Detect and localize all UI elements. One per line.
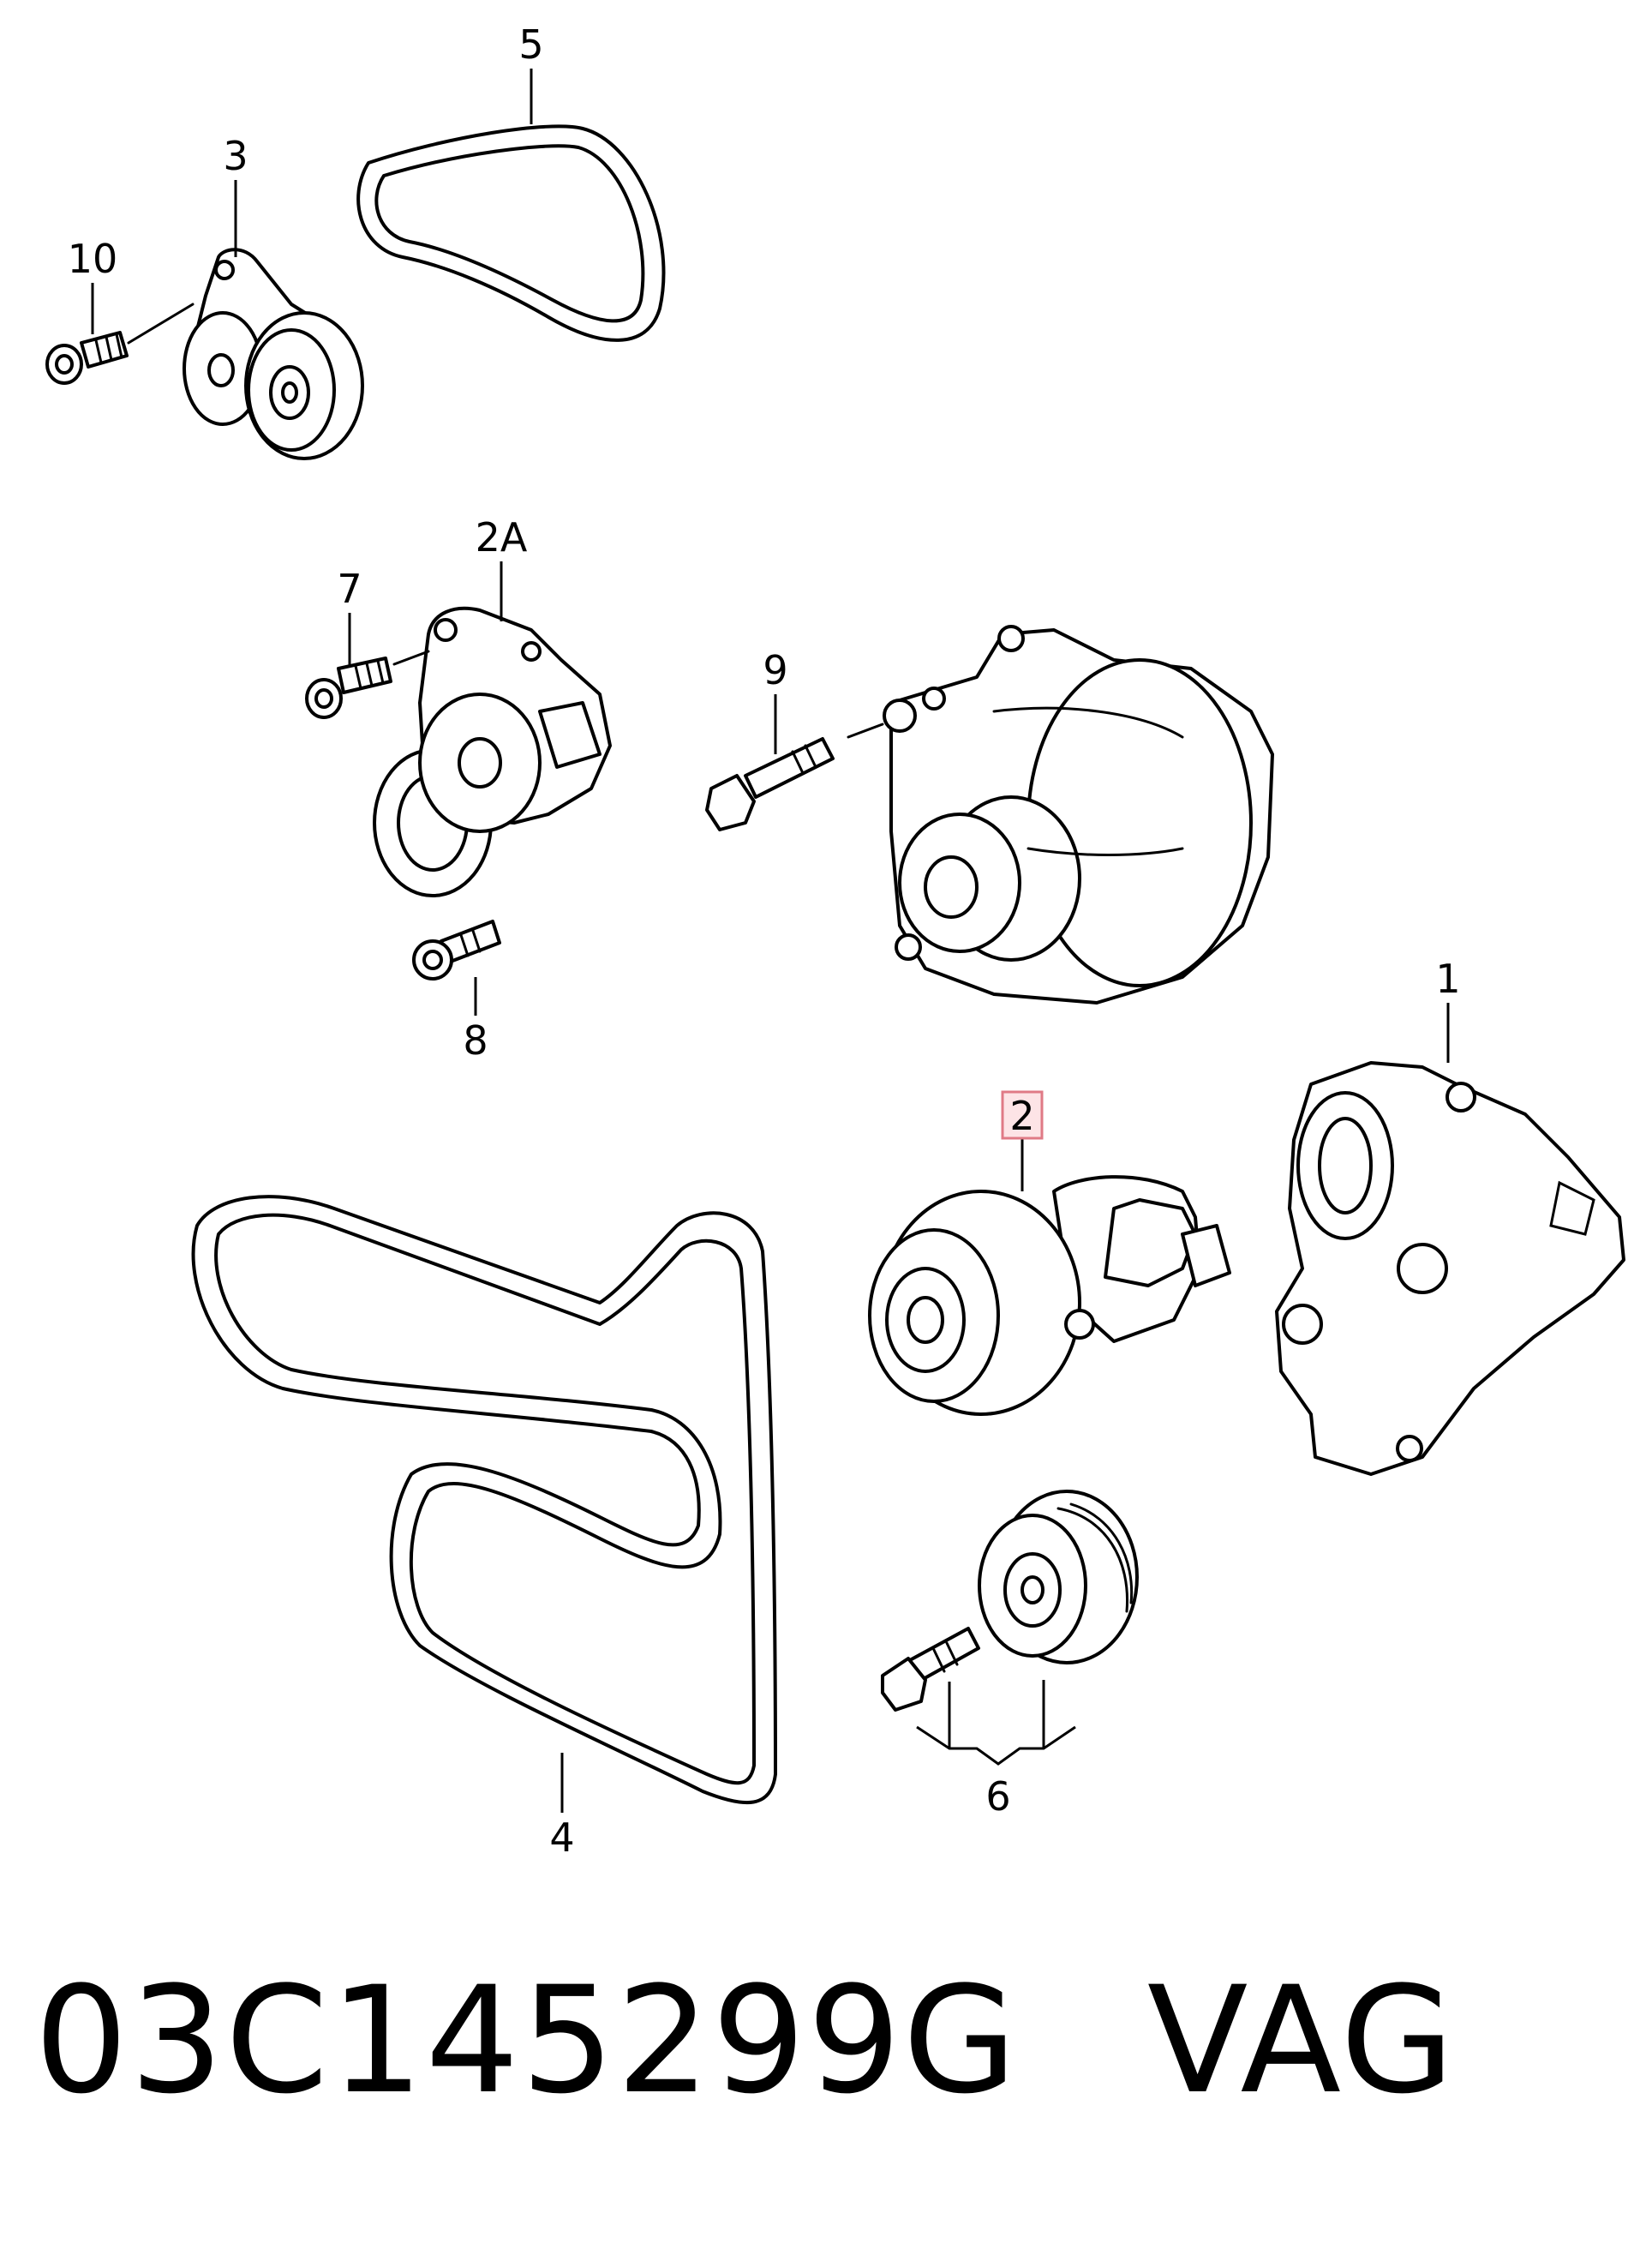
- highlight-box-2: [1001, 1090, 1044, 1140]
- bolt-part-8: [412, 920, 501, 981]
- part-number: 03C145299G: [34, 1953, 1019, 2126]
- callout-9: 9: [763, 647, 787, 693]
- tensioner-part-2: [868, 1175, 1231, 1416]
- bolt-part-7: [305, 650, 430, 719]
- callout-8: 8: [463, 1017, 488, 1064]
- callout-2a: 2A: [476, 514, 528, 561]
- belt-part-5: [356, 124, 666, 342]
- brand-label: VAG: [1146, 1953, 1457, 2126]
- tensioner-part-2a: [373, 606, 612, 897]
- bolt-part-10: [45, 303, 195, 385]
- bracket-part-1: [1275, 1061, 1625, 1476]
- callout-10: 10: [68, 236, 118, 282]
- belt-part-4: [191, 1195, 777, 1805]
- callout-2: 2: [1009, 1093, 1034, 1139]
- leader-6: [916, 1680, 1076, 1766]
- callout-5: 5: [518, 21, 543, 68]
- callout-1: 1: [1435, 956, 1460, 1002]
- bolt-part-9: [705, 723, 884, 831]
- idler-pulley-part-6: [881, 1490, 1139, 1712]
- callout-6: 6: [985, 1773, 1010, 1820]
- callout-3: 3: [223, 133, 248, 179]
- part-number-caption: 03C145299G VAG: [34, 1946, 1456, 2134]
- callout-4: 4: [549, 1814, 574, 1861]
- alternator: [883, 625, 1274, 1005]
- tensioner-part-3: [183, 248, 364, 460]
- callout-7: 7: [337, 566, 362, 612]
